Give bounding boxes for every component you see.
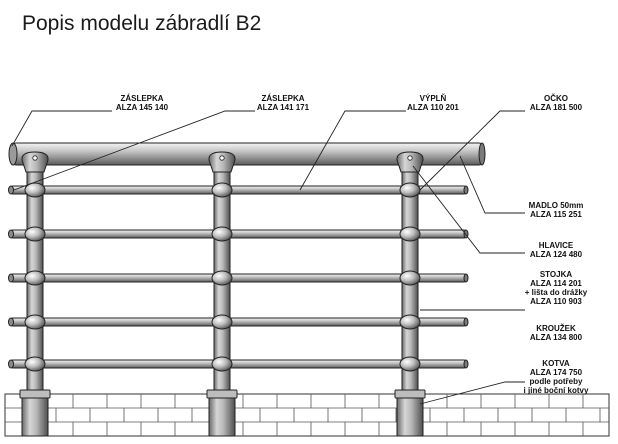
ring [211,182,233,198]
handrail [8,142,486,166]
svg-text:ALZA 181 500: ALZA 181 500 [530,103,583,112]
callout-madlo: MADLO 50mm ALZA 115 251 [529,201,584,219]
ring [24,182,46,198]
callout-vypln: VÝPLŇ ALZA 110 201 [407,94,459,112]
svg-text:ZÁSLEPKA: ZÁSLEPKA [261,94,304,103]
post-heads [21,151,424,173]
eyelet [219,155,225,161]
svg-text:KOTVA: KOTVA [542,359,570,368]
anchor-plate [394,389,426,399]
callout-krouzek: KROUŽEK ALZA 134 800 [530,324,583,342]
anchor [21,395,49,437]
post-head [396,151,424,173]
bar-end-cap [8,359,14,369]
callout-zaslepka-bar: ZÁSLEPKA ALZA 141 171 [257,94,310,112]
svg-text:OČKO: OČKO [544,94,568,103]
svg-text:ALZA 115 251: ALZA 115 251 [530,210,582,219]
ring [24,270,46,286]
callout-zaslepka-handrail: ZÁSLEPKA ALZA 145 140 [116,94,169,112]
ring [211,270,233,286]
svg-text:MADLO 50mm: MADLO 50mm [529,201,584,210]
svg-text:STOJKA: STOJKA [540,270,573,279]
svg-text:VÝPLŇ: VÝPLŇ [420,94,447,103]
ring [399,270,421,286]
anchor [396,395,424,437]
svg-text:ALZA 141 171: ALZA 141 171 [257,103,310,112]
posts [19,164,426,437]
ring [399,182,421,198]
eyelet [32,155,38,161]
infill-bars [8,185,469,369]
bar-end-cap [8,317,14,327]
brick-wall [4,393,610,437]
ring [211,226,233,242]
svg-text:ALZA 174 750: ALZA 174 750 [530,368,583,377]
svg-text:i jiné boční kotvy: i jiné boční kotvy [524,386,589,395]
post-head [208,151,236,173]
svg-text:KROUŽEK: KROUŽEK [536,324,576,333]
post-head [21,151,49,173]
callout-kotva: KOTVA ALZA 174 750 podle potřeby i jiné … [524,359,589,395]
callout-hlavice: HLAVICE ALZA 124 480 [530,241,583,259]
bar-end-cap [8,185,14,195]
svg-text:ALZA 110 201: ALZA 110 201 [407,103,459,112]
callout-ocko: OČKO ALZA 181 500 [530,94,583,112]
svg-text:ALZA 110 903: ALZA 110 903 [530,297,582,306]
ring [24,356,46,372]
svg-text:podle potřeby: podle potřeby [530,377,583,386]
bar-end-cap [8,273,14,283]
svg-text:ALZA 114 201: ALZA 114 201 [530,279,582,288]
anchor-plate [19,389,51,399]
infill-bar [9,185,468,195]
svg-text:ALZA 134 800: ALZA 134 800 [530,333,583,342]
svg-text:+ lišta do drážky: + lišta do drážky [525,288,588,297]
end-cap-handrail [8,142,18,166]
ring [399,314,421,330]
ring [399,226,421,242]
infill-bar [9,273,468,283]
svg-text:HLAVICE: HLAVICE [539,241,574,250]
page-title: Popis modelu zábradlí B2 [22,12,262,35]
eyelet [407,155,413,161]
ring [211,356,233,372]
svg-text:ALZA 145 140: ALZA 145 140 [116,103,169,112]
leader-lines [11,110,525,405]
callout-stojka: STOJKA ALZA 114 201 + lišta do drážky AL… [525,270,588,306]
ring [24,226,46,242]
ring [24,314,46,330]
infill-bar [9,317,468,327]
svg-text:ZÁSLEPKA: ZÁSLEPKA [120,94,163,103]
ring [399,356,421,372]
infill-bar [9,229,468,239]
anchor-plate [206,389,238,399]
svg-text:ALZA 124 480: ALZA 124 480 [530,250,583,259]
infill-bar [9,359,468,369]
anchor [208,395,236,437]
ring [211,314,233,330]
bar-end-cap [8,229,14,239]
